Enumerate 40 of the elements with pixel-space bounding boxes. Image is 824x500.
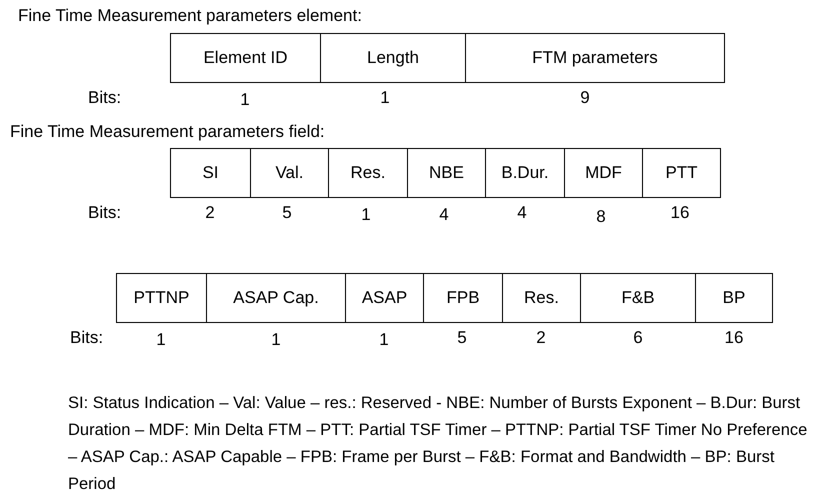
field-cell: NBE — [408, 148, 486, 198]
field-cell: FTM parameters — [466, 33, 725, 83]
field-cell: MDF — [565, 148, 643, 198]
bit-count: 5 — [457, 328, 467, 348]
field-cell: B.Dur. — [486, 148, 565, 198]
bit-count: 4 — [439, 205, 449, 225]
abbreviation-note: SI: Status Indication – Val: Value – res.: Reserved - NBE: Number of Bursts Exponent – B.Dur: Burst Duration – MDF: Min Delta FTM – PTT: Partial TSF Timer – PTTNP: Partial TSF Timer No Preference – ASAP Cap.: ASAP Capable – FPB: Frame per Burst – F&B: Format and Bandwidth – BP: Burst Period — [68, 393, 808, 495]
field-cell: Element ID — [170, 33, 321, 83]
bit-count: 16 — [724, 328, 744, 348]
bits-label: Bits: — [88, 203, 122, 223]
field-cell: ASAP — [346, 273, 424, 323]
field-cell: F&B — [581, 273, 696, 323]
heading: Fine Time Measurement parameters field: — [10, 122, 325, 142]
field-cell: Val. — [251, 148, 329, 198]
bit-count: 2 — [536, 328, 546, 348]
field-cell: PTTNP — [116, 273, 207, 323]
field-cell: Length — [321, 33, 466, 83]
bit-count: 16 — [670, 203, 690, 223]
heading: Fine Time Measurement parameters element: — [18, 6, 362, 26]
bit-count: 1 — [379, 330, 389, 350]
field-cell: Res. — [329, 148, 408, 198]
field-cell: Res. — [503, 273, 581, 323]
field-cell: FPB — [424, 273, 503, 323]
bit-count: 1 — [361, 205, 371, 225]
bits-label: Bits: — [70, 328, 104, 348]
bit-count: 1 — [240, 90, 250, 110]
bit-count: 1 — [271, 330, 281, 350]
field-cell: BP — [696, 273, 773, 323]
bit-count: 5 — [282, 203, 292, 223]
bits-label: Bits: — [88, 88, 122, 108]
bit-count: 1 — [380, 88, 390, 108]
bit-count: 6 — [633, 328, 643, 348]
field-cell: PTT — [643, 148, 721, 198]
bit-count: 1 — [156, 330, 166, 350]
bit-count: 4 — [517, 203, 527, 223]
bit-count: 9 — [580, 88, 590, 108]
field-cell: ASAP Cap. — [207, 273, 346, 323]
bit-count: 8 — [596, 207, 606, 227]
bit-count: 2 — [205, 203, 215, 223]
field-cell: SI — [170, 148, 251, 198]
